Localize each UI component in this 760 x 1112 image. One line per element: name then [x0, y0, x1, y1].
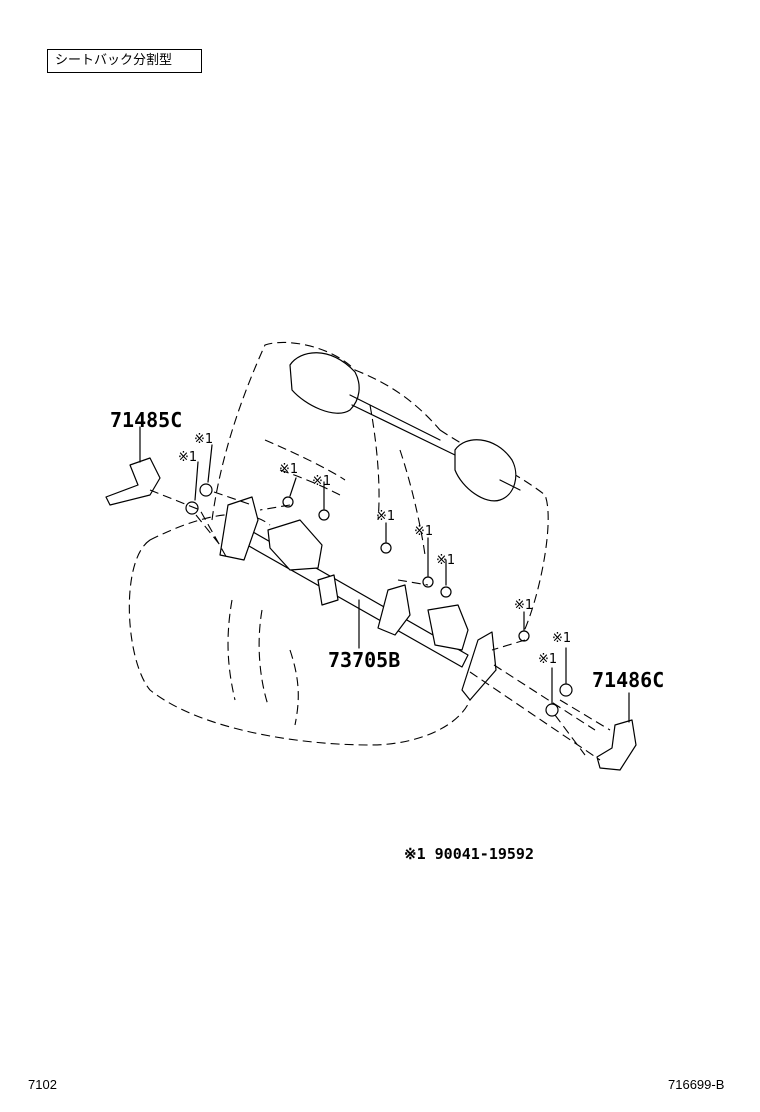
frame-hook-left — [317, 574, 339, 606]
frame-bracket-left — [219, 496, 259, 561]
leader-lines — [139, 426, 630, 723]
headrest-right — [454, 439, 517, 502]
fastener-marker: ※1 — [538, 652, 557, 667]
fastener-marker: ※1 — [312, 474, 331, 489]
frame-plate-right — [427, 604, 469, 651]
fastener-note-part-number: 90041-19592 — [434, 845, 534, 863]
headrest-left — [289, 352, 360, 414]
fastener-marker: ※1 — [376, 509, 395, 524]
seat-back-split-type-label: シートバック分割型 — [47, 49, 202, 73]
footer-right-code: 716699-B — [668, 1077, 725, 1092]
frame-bracket-center — [377, 584, 411, 636]
bolt-set — [185, 483, 573, 717]
headrest-stay — [349, 394, 521, 491]
fastener-note-marker: ※1 — [404, 845, 426, 863]
fastener-marker: ※1 — [194, 432, 213, 447]
frame-plate-left — [267, 519, 323, 571]
part-label-71485c: 71485C — [110, 408, 183, 432]
frame-bar — [225, 519, 469, 668]
seat-back-outline — [211, 341, 549, 641]
fastener-marker: ※1 — [279, 462, 298, 477]
fastener-marker: ※1 — [414, 524, 433, 539]
bracket-right-part — [596, 719, 637, 771]
part-label-73705b: 73705B — [328, 648, 401, 672]
bracket-left-part — [105, 457, 161, 506]
fastener-note: ※1 90041-19592 — [404, 845, 534, 863]
fastening-paths — [149, 489, 611, 761]
fastener-marker: ※1 — [552, 631, 571, 646]
fastener-marker: ※1 — [436, 553, 455, 568]
fastener-marker: ※1 — [178, 450, 197, 465]
seat-cushion-outline — [128, 513, 471, 746]
frame-bracket-right — [461, 631, 497, 701]
footer-left-code: 7102 — [28, 1077, 57, 1092]
part-label-71486c: 71486C — [592, 668, 665, 692]
fastener-marker: ※1 — [514, 598, 533, 613]
